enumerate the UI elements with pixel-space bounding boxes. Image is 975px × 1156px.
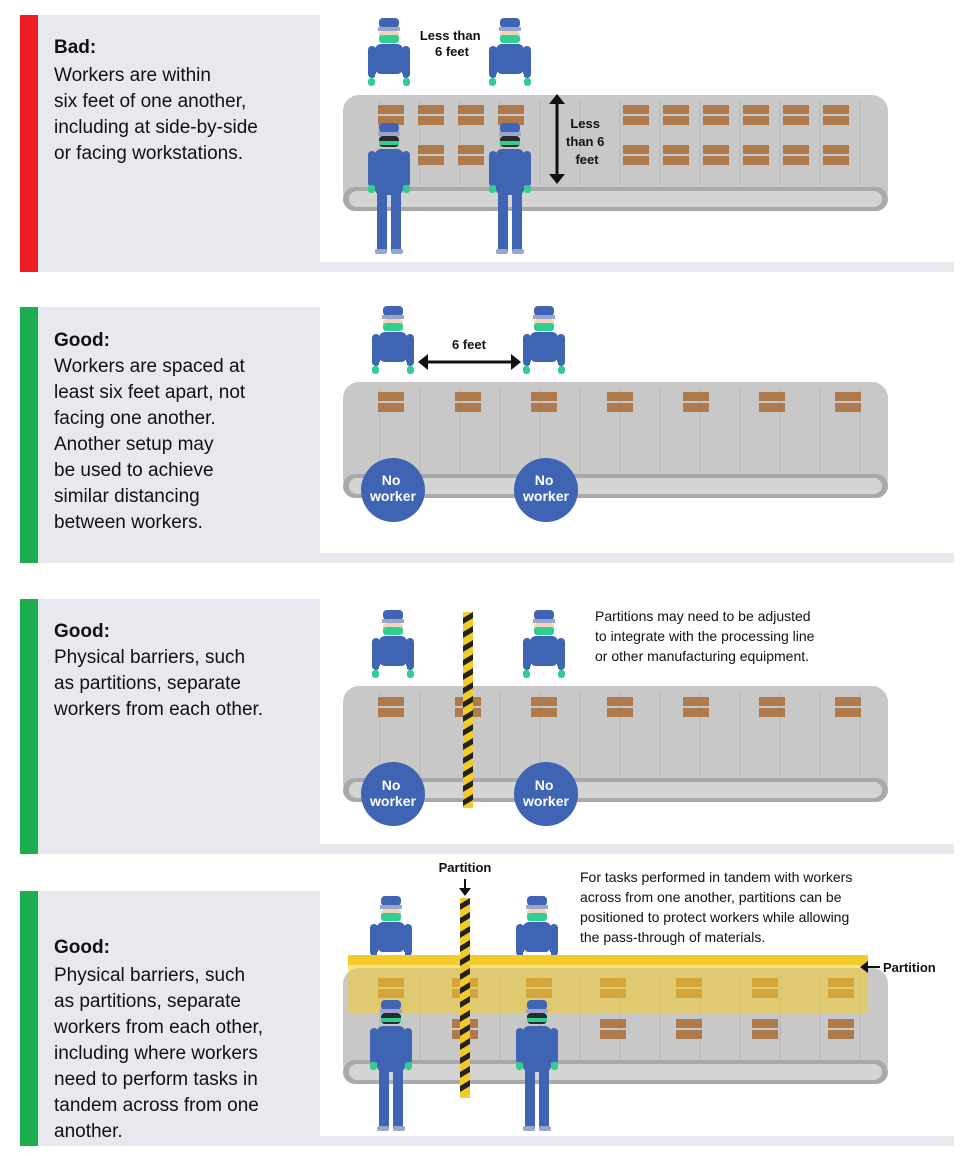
panel-description: Workers are spaced at least six feet apa… <box>54 354 314 536</box>
double-arrow-icon <box>549 94 565 184</box>
description-line: tandem across from one <box>54 1095 259 1116</box>
panel-heading: Good: <box>54 330 110 351</box>
description-line: workers from each other, <box>54 1017 264 1038</box>
description-line: Physical barriers, such <box>54 965 246 986</box>
description-line: facing one another. <box>54 408 216 429</box>
panel-good-tandem-partitions: Good: Physical barriers, such as partiti… <box>20 891 954 1146</box>
description-line: need to perform tasks in <box>54 1069 258 1090</box>
panel-text-box <box>38 15 320 272</box>
partition-plate <box>348 955 868 1013</box>
no-worker-badge: No worker <box>514 458 578 522</box>
bad-status-strip <box>20 15 38 272</box>
description-line: six feet of one another, <box>54 91 247 112</box>
svg-text:No worker: No worker <box>522 777 569 809</box>
good-status-strip <box>20 599 38 854</box>
description-line: least six feet apart, not <box>54 382 246 403</box>
panel-description: Workers are within six feet of one anoth… <box>54 63 314 167</box>
good-status-strip <box>20 307 38 563</box>
distance-label: 6 feet <box>452 337 487 352</box>
belt-slats <box>379 387 861 472</box>
panel-text-box <box>38 307 320 563</box>
floor-band <box>38 262 954 272</box>
partition-label-top: Partition <box>439 860 492 875</box>
description-line: Workers are within <box>54 65 211 86</box>
worker-icon <box>516 896 558 964</box>
arrow-left-icon <box>860 961 880 973</box>
good-status-strip <box>20 891 38 1146</box>
svg-text:No worker: No worker <box>369 777 416 809</box>
description-line: as partitions, separate <box>54 991 241 1012</box>
panel-description: Physical barriers, such as partitions, s… <box>54 645 314 723</box>
svg-text:No worker: No worker <box>369 472 416 504</box>
description-line: be used to achieve <box>54 460 214 481</box>
panel-good-partitions: Good: Physical barriers, such as partiti… <box>20 599 954 854</box>
arrow-down-icon <box>459 879 471 896</box>
partition-label-side: Partition <box>883 960 936 975</box>
description-line: Physical barriers, such <box>54 647 246 668</box>
svg-text:No worker: No worker <box>522 472 569 504</box>
worker-icon <box>370 896 412 964</box>
distance-label-side: Less than 6 feet <box>566 116 608 167</box>
floor-band <box>38 844 954 854</box>
partition-pole-icon <box>460 898 470 1098</box>
description-line: including where workers <box>54 1043 258 1064</box>
description-line: similar distancing <box>54 486 200 507</box>
worker-icon <box>372 610 414 678</box>
description-line: another. <box>54 1121 123 1142</box>
worker-icon <box>523 610 565 678</box>
partition-pole-icon <box>463 612 473 808</box>
description-line: Another setup may <box>54 434 214 455</box>
panel-heading: Good: <box>54 937 110 958</box>
no-worker-badge: No worker <box>361 458 425 522</box>
description-line: workers from each other. <box>54 699 264 720</box>
description-line: between workers. <box>54 512 203 533</box>
panel-heading: Good: <box>54 621 110 642</box>
description-line: as partitions, separate <box>54 673 241 694</box>
description-line: or facing workstations. <box>54 143 244 164</box>
panel-heading: Bad: <box>54 37 97 58</box>
description-line: Workers are spaced at <box>54 356 245 377</box>
panel-bad-close-workers: Bad: Workers are within six feet of one … <box>20 15 954 272</box>
tandem-note: For tasks performed in tandem with worke… <box>580 869 856 945</box>
worker-icon <box>489 18 531 86</box>
floor-band <box>38 553 954 563</box>
partition-note: Partitions may need to be adjusted to in… <box>595 608 818 664</box>
floor-band <box>38 1136 954 1146</box>
description-line: including at side-by-side <box>54 117 258 138</box>
worker-icon <box>523 306 565 374</box>
panel-good-spacing: Good: Workers are spaced at least six fe… <box>20 307 954 563</box>
double-arrow-icon <box>418 354 521 370</box>
panel-description: Physical barriers, such as partitions, s… <box>54 963 314 1145</box>
panel-text-box <box>38 599 320 854</box>
distance-label-top: Less than 6 feet <box>420 28 484 59</box>
no-worker-badge: No worker <box>361 762 425 826</box>
worker-icon <box>372 306 414 374</box>
panel-text-box <box>38 891 320 1146</box>
belt-slats <box>379 100 861 185</box>
worker-icon <box>368 18 410 86</box>
no-worker-badge: No worker <box>514 762 578 826</box>
